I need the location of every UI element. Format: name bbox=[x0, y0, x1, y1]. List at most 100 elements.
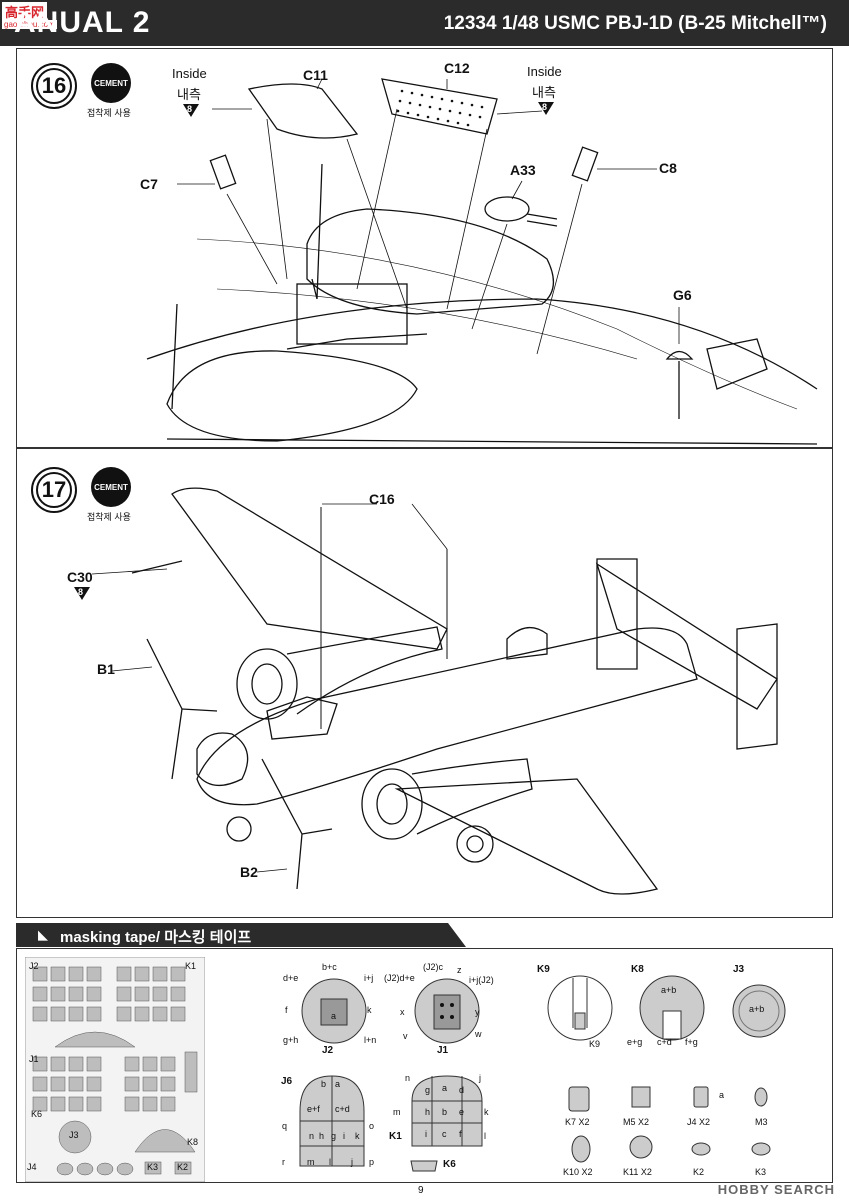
part-label-m5: M5 X2 bbox=[623, 1117, 650, 1127]
j6-tag-q: q bbox=[282, 1121, 288, 1131]
mask-j3-diagram bbox=[732, 984, 786, 1038]
k1-tag-g: g bbox=[425, 1085, 431, 1095]
step-16-panel: 16 CEMENT 접착제 사용 bbox=[16, 48, 833, 448]
nose-glazing bbox=[196, 732, 249, 786]
main-gear bbox=[456, 825, 494, 863]
product-title: 12334 1/48 USMC PBJ-1D (B-25 Mitchell™) bbox=[443, 13, 827, 34]
sheet-label-k1: K1 bbox=[185, 961, 197, 971]
propeller-lower bbox=[171, 303, 178, 410]
k8-tag-eg: e+g bbox=[627, 1037, 643, 1047]
cement-ko-label: 접착제 사용 bbox=[87, 108, 131, 118]
ref-triangle-left: 8 bbox=[183, 104, 199, 117]
j6-tag-l: l bbox=[329, 1157, 331, 1167]
j1-tag-w: w bbox=[475, 1029, 482, 1039]
j3-tag-ab: a+b bbox=[749, 1004, 765, 1014]
cockpit-opening bbox=[296, 283, 408, 345]
label-inside-right-ko: 내측 bbox=[532, 85, 556, 100]
step-16-number: 16 bbox=[31, 63, 77, 109]
j6-tag-a: a bbox=[335, 1079, 341, 1089]
label-inside-right: Inside bbox=[527, 64, 562, 79]
top-turret bbox=[506, 627, 548, 660]
site-logo-sub: gao·shou.com bbox=[2, 20, 57, 29]
sheet-label-j2: J2 bbox=[29, 961, 39, 971]
j1-tag-j2c: (J2)c bbox=[423, 962, 443, 972]
k1-tag-m: m bbox=[393, 1107, 401, 1117]
page-header: 高手网 gao·shou.com ANUAL 2 12334 1/48 USMC… bbox=[0, 0, 849, 46]
j1-tag-j2de: (J2)d+e bbox=[384, 973, 415, 983]
mask-k9-label: K9 bbox=[537, 964, 550, 975]
label-g6: G6 bbox=[673, 287, 692, 303]
j6-tag-h: h bbox=[319, 1131, 325, 1141]
k1-tag-k: k bbox=[484, 1107, 489, 1117]
k1-tag-l: l bbox=[484, 1131, 486, 1141]
label-c12: C12 bbox=[444, 60, 470, 76]
k1-tag-b: b bbox=[442, 1107, 448, 1117]
part-k11 bbox=[629, 1135, 653, 1159]
j6-tag-p: p bbox=[369, 1157, 375, 1167]
step-17-number: 17 bbox=[31, 467, 77, 513]
cement-icon: CEMENT bbox=[91, 467, 131, 507]
right-wing bbox=[394, 778, 659, 895]
mask-k1-diagram bbox=[411, 1075, 483, 1147]
propeller bbox=[311, 163, 323, 300]
part-m5 bbox=[631, 1086, 651, 1108]
part-label-k11: K11 X2 bbox=[623, 1167, 652, 1177]
step-17-diagram bbox=[91, 487, 778, 895]
right-tail-fin bbox=[736, 623, 778, 750]
masking-tape-header: ◣ masking tape/ 마스킹 테이프 bbox=[16, 923, 466, 947]
part-label-k7: K7 X2 bbox=[565, 1117, 590, 1127]
mask-j2-label: J2 bbox=[322, 1045, 334, 1056]
k1-tag-f: f bbox=[459, 1129, 462, 1139]
label-inside-left: Inside bbox=[172, 66, 207, 81]
step-17-panel: 17 CEMENT 접착제 사용 bbox=[16, 448, 833, 918]
k8-tag-ab: a+b bbox=[661, 985, 677, 995]
ref-triangle-right: 8 bbox=[538, 102, 554, 115]
k1-tag-h: h bbox=[425, 1107, 431, 1117]
j2-tag-gh: g+h bbox=[283, 1035, 299, 1045]
manual-title: ANUAL 2 bbox=[14, 6, 151, 39]
page-number: 9 bbox=[418, 1185, 424, 1196]
part-label-m3: M3 bbox=[755, 1117, 768, 1127]
k1-tag-i: i bbox=[425, 1129, 427, 1139]
part-k3 bbox=[751, 1142, 771, 1156]
part-k10 bbox=[571, 1135, 591, 1163]
j6-tag-o: o bbox=[369, 1121, 375, 1131]
j6-tag-k: k bbox=[355, 1131, 360, 1141]
part-c11 bbox=[247, 83, 359, 139]
mask-k6-label: K6 bbox=[443, 1159, 456, 1170]
j2-tag-k: k bbox=[367, 1005, 372, 1015]
j1-tag-ij-j2: i+j(J2) bbox=[469, 975, 494, 985]
label-a33: A33 bbox=[510, 162, 536, 178]
part-j4 bbox=[693, 1086, 709, 1108]
part-c7 bbox=[209, 154, 237, 190]
j2-tag-ln: l+n bbox=[364, 1035, 377, 1045]
k8-tag-cd: c+d bbox=[657, 1037, 672, 1047]
label-c7: C7 bbox=[140, 176, 158, 192]
mask-k9-sub: K9 bbox=[589, 1039, 601, 1049]
label-b2: B2 bbox=[240, 864, 258, 880]
sheet-label-k6: K6 bbox=[31, 1109, 43, 1119]
mask-k8-diagram bbox=[639, 975, 705, 1041]
j6-tag-m: m bbox=[307, 1157, 315, 1167]
tail-fin bbox=[706, 338, 768, 390]
k1-tag-e: e bbox=[459, 1107, 465, 1117]
j2-tag-bc: b+c bbox=[322, 962, 337, 972]
part-k7 bbox=[568, 1086, 590, 1112]
fuselage-bottom-line bbox=[166, 438, 818, 445]
mask-small-parts bbox=[568, 1086, 771, 1163]
j2-tag-a: a bbox=[331, 1011, 337, 1021]
j4-tag-a: a bbox=[719, 1090, 725, 1100]
label-c30: C30 bbox=[67, 569, 93, 585]
part-m3 bbox=[754, 1087, 768, 1107]
mask-sheet bbox=[25, 957, 205, 1182]
part-label-k10: K10 X2 bbox=[563, 1167, 593, 1177]
left-propeller bbox=[146, 638, 183, 780]
canopy bbox=[266, 696, 338, 740]
mask-j1-diagram bbox=[414, 978, 480, 1044]
j2-tag-ij: i+j bbox=[364, 973, 374, 983]
part-a33 bbox=[484, 196, 530, 222]
part-label-k2: K2 bbox=[693, 1167, 705, 1177]
j6-tag-g: g bbox=[331, 1131, 337, 1141]
label-c11: C11 bbox=[303, 67, 328, 83]
j2-tag-de: d+e bbox=[283, 973, 299, 983]
